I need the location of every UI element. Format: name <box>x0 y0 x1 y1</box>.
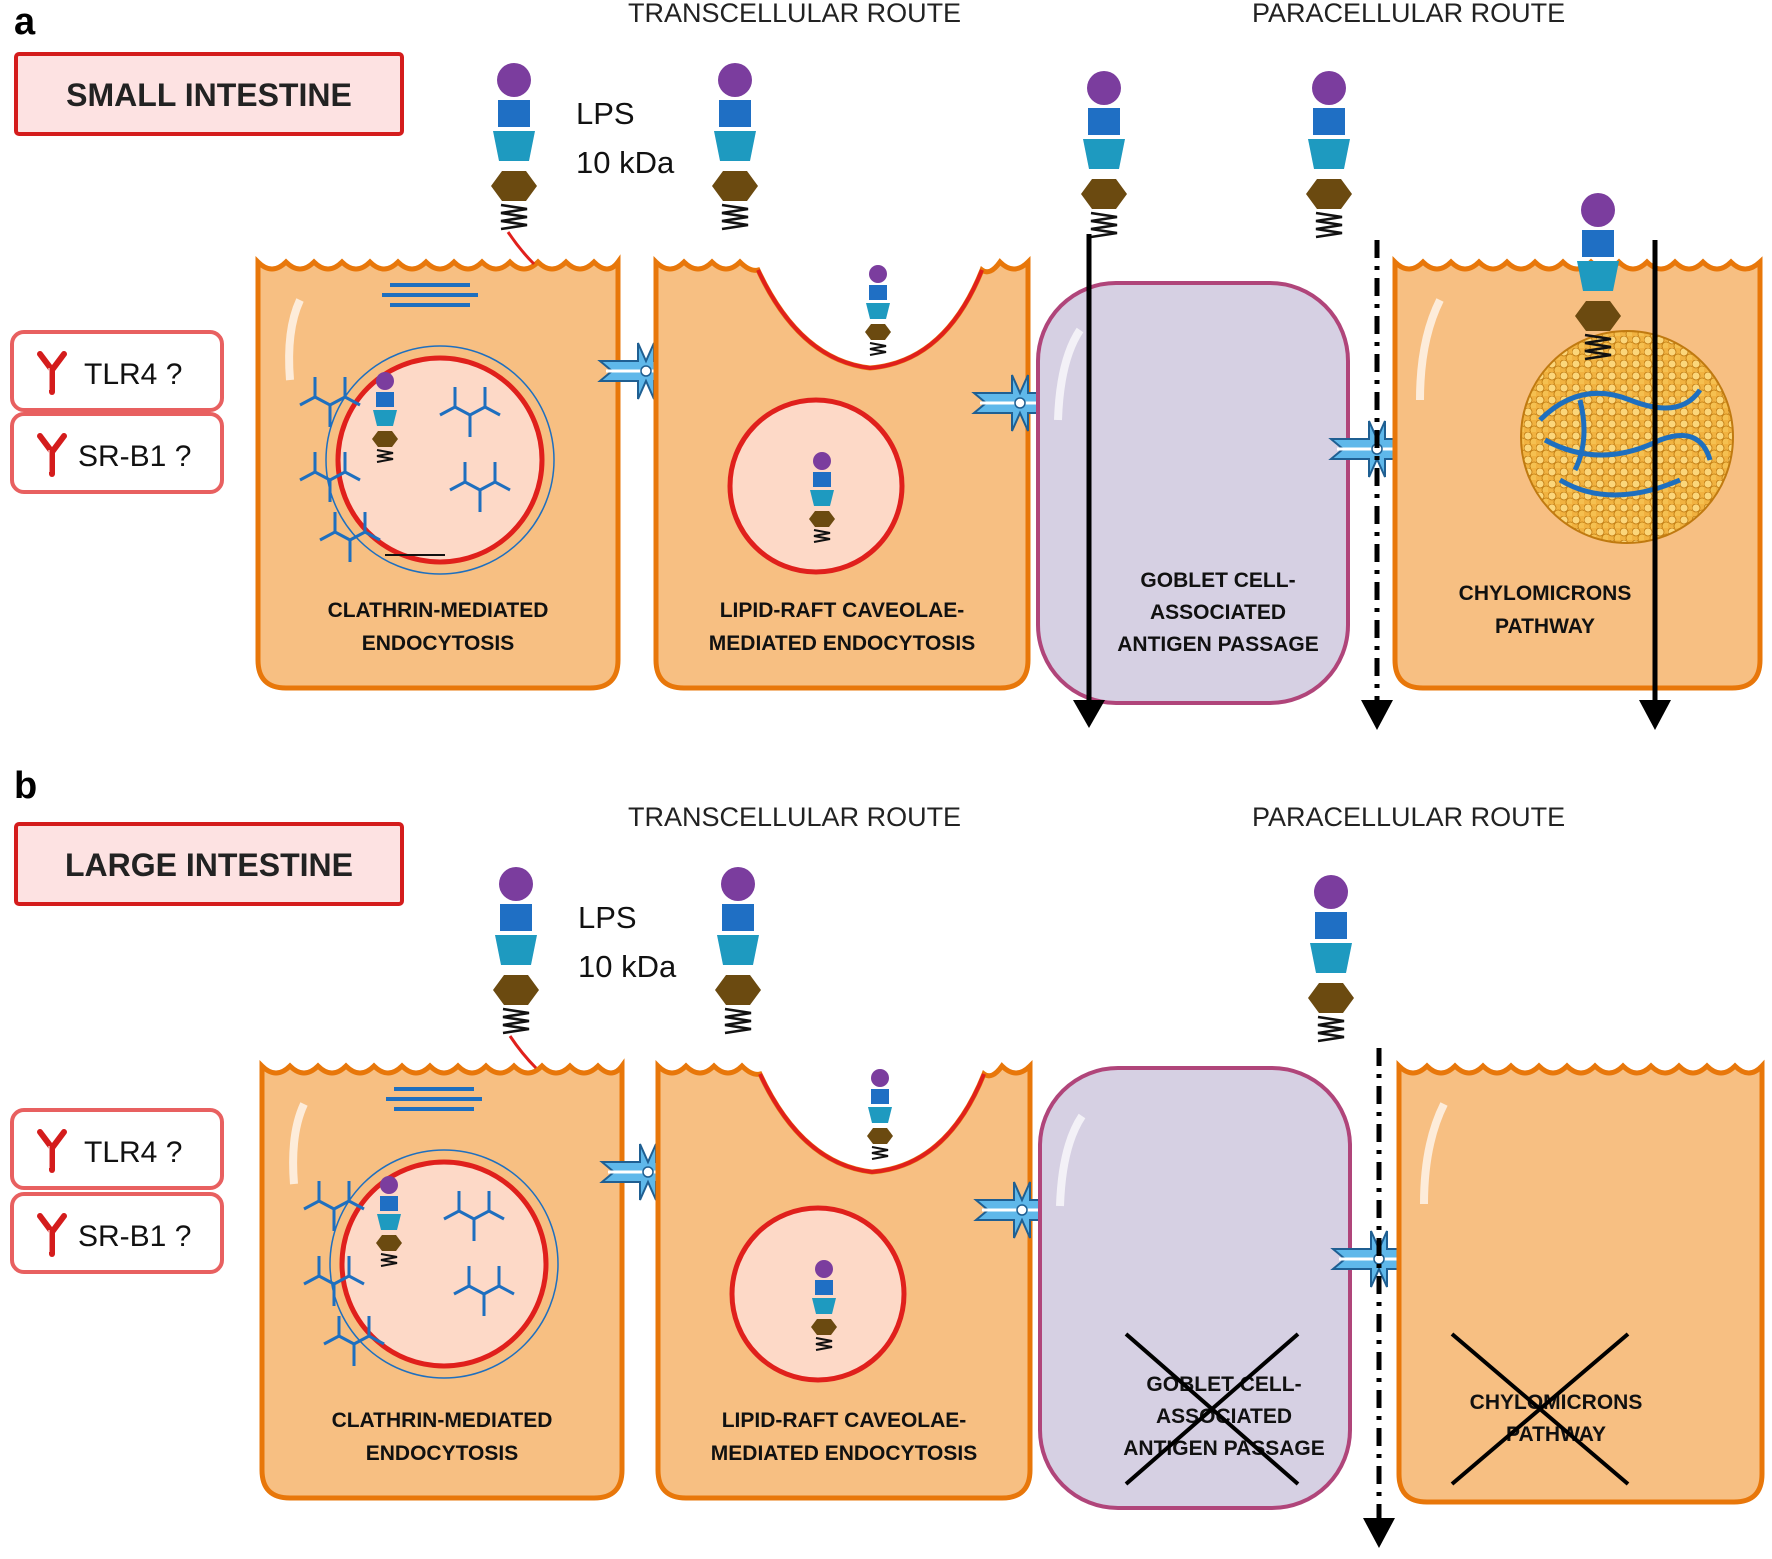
svg-text:ASSOCIATED: ASSOCIATED <box>1156 1405 1292 1428</box>
lps-molecule <box>1304 69 1354 239</box>
svg-text:CLATHRIN-MEDIATED: CLATHRIN-MEDIATED <box>332 1409 553 1432</box>
svg-text:ANTIGEN PASSAGE: ANTIGEN PASSAGE <box>1117 633 1318 656</box>
lps-size-label: 10 kDa <box>576 145 675 180</box>
transcellular-route-title: TRANSCELLULAR ROUTE <box>628 0 961 28</box>
lps-size-label: 10 kDa <box>578 949 677 984</box>
receptor-label-tlr4: TLR4 ? <box>84 1136 182 1169</box>
region-box <box>14 822 404 906</box>
blocked-cross <box>1450 1332 1630 1486</box>
lps-label: LPS <box>578 900 637 935</box>
cell-label-clathrin: CLATHRIN-MEDIATED ENDOCYTOSIS <box>328 599 549 655</box>
receptor-label-tlr4: TLR4 ? <box>84 358 182 391</box>
receptor-label-srb1: SR-B1 ? <box>78 1220 191 1253</box>
lps-molecule <box>710 61 760 231</box>
svg-text:CHYLOMICRONS: CHYLOMICRONS <box>1470 1391 1643 1414</box>
panel-letter: b <box>14 765 37 807</box>
cell-label-chylomicron: CHYLOMICRONS PATHWAY <box>1459 582 1632 638</box>
svg-text:MEDIATED ENDOCYTOSIS: MEDIATED ENDOCYTOSIS <box>709 632 975 655</box>
lps-molecule <box>489 61 539 231</box>
lps-molecule <box>713 865 763 1035</box>
goblet-cell <box>1036 281 1350 705</box>
svg-text:CHYLOMICRONS: CHYLOMICRONS <box>1459 582 1632 605</box>
svg-text:ENDOCYTOSIS: ENDOCYTOSIS <box>366 1442 518 1465</box>
panel-a: a TRANSCELLULAR ROUTE PARACELLULAR ROUTE… <box>10 0 1763 730</box>
goblet-cell <box>1038 1066 1352 1510</box>
lps-label: LPS <box>576 96 635 131</box>
blocked-cross <box>1124 1332 1300 1486</box>
svg-text:LIPID-RAFT CAVEOLAE-: LIPID-RAFT CAVEOLAE- <box>720 599 965 622</box>
svg-text:ASSOCIATED: ASSOCIATED <box>1150 601 1286 624</box>
lps-molecule <box>491 865 541 1035</box>
svg-text:LIPID-RAFT CAVEOLAE-: LIPID-RAFT CAVEOLAE- <box>722 1409 967 1432</box>
svg-text:ANTIGEN PASSAGE: ANTIGEN PASSAGE <box>1123 1437 1324 1460</box>
lps-molecule <box>1306 873 1356 1043</box>
svg-text:CLATHRIN-MEDIATED: CLATHRIN-MEDIATED <box>328 599 549 622</box>
panel-b: b TRANSCELLULAR ROUTE PARACELLULAR ROUTE… <box>10 765 1765 1548</box>
cell-label-goblet: GOBLET CELL- ASSOCIATED ANTIGEN PASSAGE <box>1117 569 1318 656</box>
lps-molecule <box>866 1068 894 1160</box>
svg-text:GOBLET CELL-: GOBLET CELL- <box>1140 569 1295 592</box>
svg-text:ENDOCYTOSIS: ENDOCYTOSIS <box>362 632 514 655</box>
cell-label-lipid-raft: LIPID-RAFT CAVEOLAE- MEDIATED ENDOCYTOSI… <box>709 599 975 655</box>
paracellular-route-title: PARACELLULAR ROUTE <box>1252 802 1565 832</box>
cell-label-chylomicron: CHYLOMICRONS PATHWAY <box>1470 1391 1643 1446</box>
cell-label-lipid-raft: LIPID-RAFT CAVEOLAE- MEDIATED ENDOCYTOSI… <box>711 1409 977 1465</box>
panel-letter: a <box>14 1 36 43</box>
svg-text:PATHWAY: PATHWAY <box>1495 615 1595 638</box>
paracellular-route-title: PARACELLULAR ROUTE <box>1252 0 1565 28</box>
cell-chylomicron <box>1396 1059 1765 1505</box>
lps-molecule <box>864 264 892 356</box>
chylomicron <box>1520 330 1734 544</box>
svg-text:PATHWAY: PATHWAY <box>1506 1423 1606 1446</box>
transcellular-route-title: TRANSCELLULAR ROUTE <box>628 802 961 832</box>
lps-molecule <box>1079 69 1129 239</box>
svg-text:MEDIATED ENDOCYTOSIS: MEDIATED ENDOCYTOSIS <box>711 1442 977 1465</box>
region-box <box>14 52 404 136</box>
svg-text:GOBLET CELL-: GOBLET CELL- <box>1146 1373 1301 1396</box>
region-label: SMALL INTESTINE <box>66 77 352 113</box>
region-label: LARGE INTESTINE <box>65 847 353 883</box>
cell-label-clathrin: CLATHRIN-MEDIATED ENDOCYTOSIS <box>332 1409 553 1465</box>
receptor-label-srb1: SR-B1 ? <box>78 440 191 473</box>
